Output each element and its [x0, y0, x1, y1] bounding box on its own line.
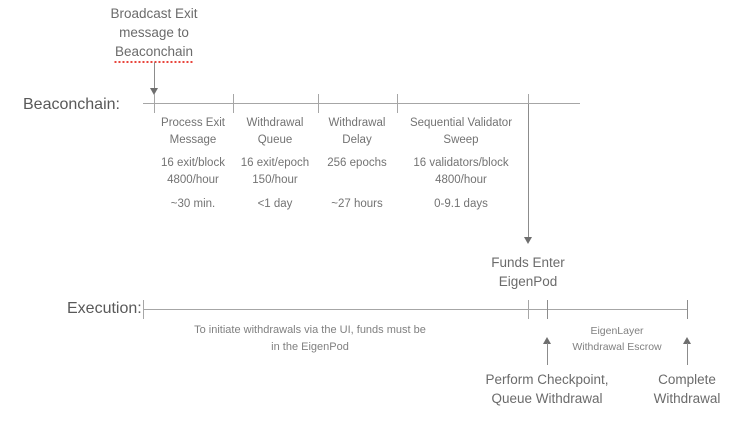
- eigenlayer-withdrawal-escrow-label: EigenLayer Withdrawal Escrow: [572, 324, 661, 356]
- broadcast-exit-line-2: message to: [119, 25, 189, 41]
- beaconchain-segment-3-rate: 16 validators/block 4800/hour: [413, 155, 508, 188]
- funds-enter-line-2: EigenPod: [498, 274, 558, 290]
- beaconchain-tick-2: [318, 94, 319, 113]
- segment-1-title-line-1: Withdrawal: [246, 117, 304, 129]
- beaconchain-tick-1: [233, 94, 234, 113]
- complete-withdrawal-label: Complete Withdrawal: [654, 370, 721, 408]
- complete-line-1: Complete: [658, 372, 716, 387]
- escrow-line-2: Withdrawal Escrow: [572, 340, 662, 353]
- broadcast-exit-line-1: Broadcast Exit: [110, 6, 198, 21]
- broadcast-exit-callout: Broadcast Exit message to Beaconchain: [110, 4, 198, 64]
- escrow-line-1: EigenLayer: [590, 325, 644, 337]
- beaconchain-tick-4: [528, 94, 529, 113]
- segment-3-rate-line-1: 16 validators/block: [413, 157, 509, 169]
- beaconchain-tick-3: [397, 94, 398, 113]
- complete-withdrawal-arrow-shaft: [687, 343, 688, 365]
- broadcast-exit-line-3-wrap: Beaconchain: [110, 42, 197, 64]
- beaconchain-segment-2-title: Withdrawal Delay: [329, 115, 386, 148]
- checkpoint-line-2: Queue Withdrawal: [491, 391, 603, 407]
- beaconchain-segment-2-rate: 256 epochs: [327, 155, 386, 172]
- complete-withdrawal-arrowhead: [683, 337, 691, 344]
- beaconchain-segment-1-title: Withdrawal Queue: [247, 115, 304, 148]
- checkpoint-line-1: Perform Checkpoint,: [485, 372, 609, 387]
- segment-0-title-line-1: Process Exit: [161, 117, 225, 129]
- beaconchain-segment-0-title: Process Exit Message: [161, 115, 225, 148]
- beaconchain-tick-0: [154, 94, 155, 113]
- broadcast-to-beaconchain-arrowhead: [150, 88, 158, 95]
- checkpoint-arrowhead: [543, 337, 551, 344]
- funds-enter-line-1: Funds Enter: [491, 255, 565, 270]
- broadcast-to-beaconchain-arrow-shaft: [154, 62, 155, 90]
- beaconchain-segment-3-title: Sequential Validator Sweep: [410, 115, 512, 148]
- execution-tick-complete: [687, 300, 688, 319]
- segment-2-rate-line-1: 256 epochs: [327, 157, 387, 169]
- sweep-to-eigenpod-arrowhead: [524, 237, 532, 244]
- execution-row-label: Execution:: [67, 300, 142, 317]
- beaconchain-segment-1-rate: 16 exit/epoch 150/hour: [241, 155, 309, 188]
- complete-line-2: Withdrawal: [653, 391, 721, 407]
- segment-1-rate-line-2: 150/hour: [252, 173, 298, 186]
- segment-0-title-line-2: Message: [169, 133, 217, 146]
- segment-3-rate-line-2: 4800/hour: [435, 173, 487, 186]
- execution-tick-checkpoint: [547, 300, 548, 319]
- broadcast-exit-line-3: Beaconchain: [114, 42, 194, 64]
- execution-axis-line: [143, 309, 688, 310]
- segment-2-title-line-2: Delay: [342, 133, 372, 146]
- segment-1-title-line-2: Queue: [257, 133, 293, 146]
- segment-1-rate-line-1: 16 exit/epoch: [240, 157, 310, 169]
- execution-ui-note: To initiate withdrawals via the UI, fund…: [194, 322, 426, 355]
- beaconchain-segment-2-duration: ~27 hours: [331, 198, 383, 210]
- execution-note-line-2: in the EigenPod: [271, 340, 349, 353]
- beaconchain-row-label: Beaconchain:: [23, 96, 120, 113]
- execution-tick-funds-arrive: [528, 300, 529, 319]
- beaconchain-segment-3-duration: 0-9.1 days: [434, 198, 488, 210]
- beaconchain-segment-0-duration: ~30 min.: [170, 198, 216, 210]
- beaconchain-axis-line: [143, 103, 580, 104]
- segment-3-title-line-2: Sweep: [443, 133, 479, 146]
- perform-checkpoint-label: Perform Checkpoint, Queue Withdrawal: [485, 370, 608, 408]
- execution-tick-start: [143, 300, 144, 319]
- segment-0-rate-line-1: 16 exit/block: [161, 157, 225, 169]
- execution-note-line-1: To initiate withdrawals via the UI, fund…: [194, 324, 426, 336]
- sweep-to-eigenpod-arrow-shaft: [528, 104, 529, 238]
- segment-3-title-line-1: Sequential Validator: [409, 117, 513, 129]
- segment-2-title-line-1: Withdrawal: [328, 117, 386, 129]
- beaconchain-segment-1-duration: <1 day: [257, 198, 293, 210]
- funds-enter-eigenpod-label: Funds Enter EigenPod: [491, 253, 565, 291]
- segment-0-rate-line-2: 4800/hour: [167, 173, 219, 186]
- checkpoint-arrow-shaft: [547, 343, 548, 365]
- beaconchain-segment-0-rate: 16 exit/block 4800/hour: [161, 155, 225, 188]
